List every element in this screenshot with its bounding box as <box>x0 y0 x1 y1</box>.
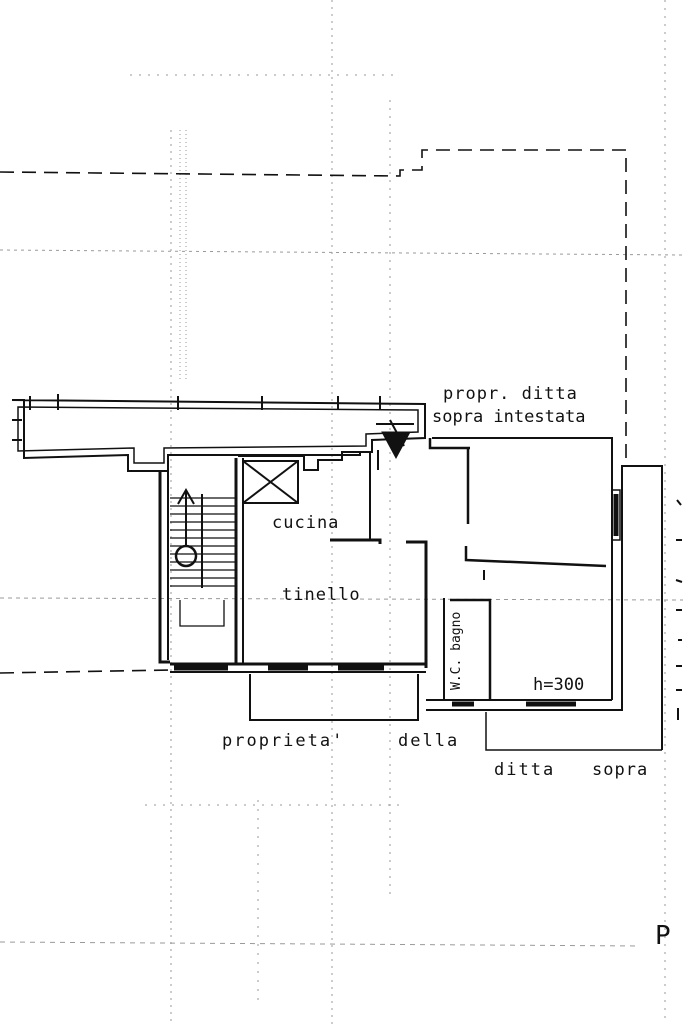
label-height: h=300 <box>533 675 584 695</box>
boundary-line <box>0 669 171 674</box>
room-wall <box>464 546 607 568</box>
label-sopra-intestata: sopra intestata <box>432 407 586 427</box>
label-tinello: tinello <box>282 585 361 605</box>
windows <box>174 494 619 707</box>
property-boundary <box>0 149 627 674</box>
kitchen-wall <box>406 540 428 668</box>
boundary-line <box>0 149 627 460</box>
room-wall <box>612 489 621 541</box>
entrance-arrow <box>381 431 411 460</box>
stair-wall <box>158 470 170 664</box>
grid-line <box>0 597 683 601</box>
label-propr-ditta: propr. ditta <box>443 384 578 404</box>
bathroom-wall <box>450 598 492 700</box>
label-proprieta: proprieta' <box>222 731 344 751</box>
entrance-symbol <box>376 419 414 460</box>
balcony-wall-inner <box>17 406 419 464</box>
room-wall <box>426 465 663 750</box>
label-wc-bagno: W.C. bagno <box>449 612 464 690</box>
label-sopra: sopra <box>592 760 648 780</box>
flue-cross <box>242 460 299 504</box>
room-wall <box>432 437 613 700</box>
balcony-wall <box>11 399 426 472</box>
kitchen-wall <box>238 451 371 540</box>
entrance-line <box>389 419 405 447</box>
stair-landing <box>179 600 225 627</box>
mark <box>676 499 682 506</box>
grid-line <box>0 941 641 947</box>
stair-newel <box>174 544 198 568</box>
flue-shaft <box>242 460 299 504</box>
stair-direction-arrow <box>177 487 195 546</box>
margin-marks <box>675 499 683 720</box>
kitchen-wall <box>428 438 470 450</box>
labels: propr. ditta sopra intestata cucina tine… <box>222 384 671 951</box>
walls <box>11 394 663 751</box>
flue-box <box>242 460 299 504</box>
front-balcony <box>249 674 419 721</box>
label-della: della <box>398 731 459 751</box>
label-cucina: cucina <box>272 513 339 533</box>
kitchen-wall <box>330 538 382 544</box>
label-corner: P <box>655 921 671 951</box>
neighbour-boundary <box>485 712 662 751</box>
staircase <box>170 487 236 627</box>
mark <box>675 579 683 583</box>
grid-line <box>0 249 683 256</box>
label-ditta: ditta <box>494 760 555 780</box>
